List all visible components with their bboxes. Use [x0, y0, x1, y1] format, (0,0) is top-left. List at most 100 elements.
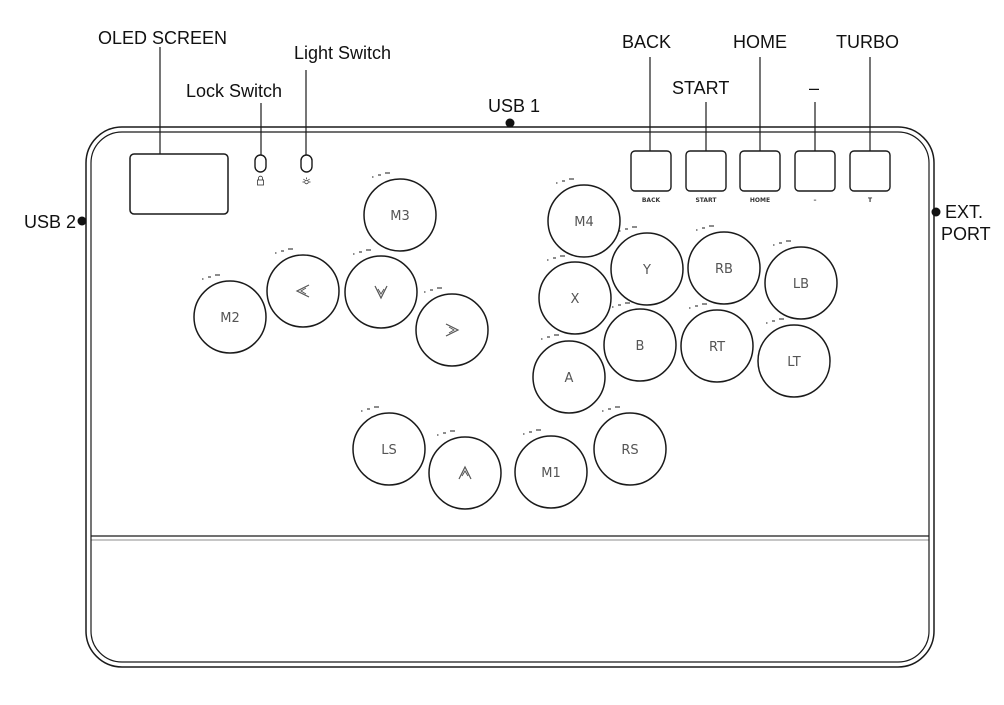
button-x-ring	[538, 261, 612, 335]
button-x[interactable]: X	[538, 255, 612, 335]
button-m3[interactable]: M3	[363, 172, 437, 252]
button-rs-label: RS	[621, 443, 638, 458]
button-m2[interactable]: M2	[193, 274, 267, 354]
home-button-label: HOME	[750, 197, 770, 204]
controller-body-outer	[85, 126, 935, 668]
button-lt[interactable]: LT	[757, 318, 831, 398]
indicator-ticks	[696, 225, 714, 231]
button-lb[interactable]: LB	[764, 240, 838, 320]
back-callout: BACK	[622, 32, 671, 52]
button-lt-label: LT	[787, 355, 800, 370]
usb2-port-dot	[77, 216, 87, 226]
button-m2-ring	[193, 280, 267, 354]
button-rb-ring	[687, 231, 761, 305]
indicator-ticks	[541, 334, 559, 340]
button-b-label: B	[636, 339, 645, 354]
button-y-label: Y	[642, 263, 651, 278]
usb1-callout: USB 1	[488, 96, 540, 116]
button-y[interactable]: Y	[610, 226, 684, 306]
button-a-ring	[532, 340, 606, 414]
ext-port-callout-line1: EXT.	[945, 202, 983, 222]
oled-screen	[129, 153, 229, 215]
button-b[interactable]: B	[603, 302, 677, 382]
button-b-ring	[603, 308, 677, 382]
back-button[interactable]	[630, 150, 672, 192]
button-rb-label: RB	[715, 262, 733, 277]
lock-switch-callout: Lock Switch	[186, 81, 282, 101]
indicator-ticks	[372, 172, 390, 178]
button-rt-ring	[680, 309, 754, 383]
button-ls[interactable]: LS	[352, 406, 426, 486]
start-button-label: START	[695, 197, 717, 204]
indicator-ticks	[202, 274, 220, 280]
dpad-down-button[interactable]	[344, 249, 418, 329]
dpad-up-button[interactable]	[428, 430, 502, 510]
button-m4-ring	[547, 184, 621, 258]
button-m4-label: M4	[574, 215, 594, 230]
dpad-right-button-ring	[415, 293, 489, 367]
start-button[interactable]	[685, 150, 727, 192]
dpad-down-button-ring	[344, 255, 418, 329]
button-m4[interactable]: M4	[547, 178, 621, 258]
button-m1[interactable]: M1	[514, 429, 588, 509]
button-m1-ring	[514, 435, 588, 509]
dpad-up-button-ring	[428, 436, 502, 510]
button-lb-label: LB	[793, 277, 809, 292]
button-rt-label: RT	[709, 340, 725, 355]
button-rt[interactable]: RT	[680, 303, 754, 383]
light-switch-callout: Light Switch	[294, 43, 391, 63]
start-callout: START	[672, 78, 729, 98]
turbo-button-label: T	[868, 197, 873, 204]
usb1-port-dot	[505, 118, 515, 128]
arrow-right-icon	[445, 323, 460, 337]
indicator-ticks	[424, 287, 442, 293]
button-a[interactable]: A	[532, 334, 606, 414]
indicator-ticks	[353, 249, 371, 255]
turbo-callout: TURBO	[836, 32, 899, 52]
button-rs[interactable]: RS	[593, 406, 667, 486]
ext-port-dot	[931, 207, 941, 217]
indicator-ticks	[437, 430, 455, 436]
indicator-ticks	[612, 302, 630, 308]
indicator-ticks	[689, 303, 707, 309]
turbo-button[interactable]	[849, 150, 891, 192]
button-rb[interactable]: RB	[687, 225, 761, 305]
button-lb-ring	[764, 246, 838, 320]
indicator-ticks	[361, 406, 379, 412]
button-m3-label: M3	[390, 209, 410, 224]
minus-button-label: –	[814, 197, 817, 204]
indicator-ticks	[523, 429, 541, 435]
oled-screen-callout: OLED SCREEN	[98, 28, 227, 48]
indicator-ticks	[619, 226, 637, 232]
indicator-ticks	[602, 406, 620, 412]
arrow-up-icon	[458, 465, 472, 480]
indicator-ticks	[547, 255, 565, 261]
ext-port-callout-line2: PORT	[941, 224, 991, 244]
minus-button[interactable]	[794, 150, 836, 192]
button-m3-ring	[363, 178, 437, 252]
home-button[interactable]	[739, 150, 781, 192]
arrow-left-icon	[295, 284, 310, 298]
minus-callout: –	[809, 78, 819, 98]
light-switch[interactable]	[300, 154, 313, 173]
indicator-ticks	[773, 240, 791, 246]
button-ls-label: LS	[381, 443, 397, 458]
button-m1-label: M1	[541, 466, 561, 481]
lock-icon	[257, 175, 264, 186]
home-callout: HOME	[733, 32, 787, 52]
button-a-label: A	[565, 371, 574, 386]
lock-switch[interactable]	[254, 154, 267, 173]
arrow-down-icon	[374, 285, 388, 300]
dpad-left-button[interactable]	[266, 248, 340, 328]
indicator-ticks	[556, 178, 574, 184]
usb2-callout: USB 2	[24, 212, 76, 232]
dpad-left-button-ring	[266, 254, 340, 328]
button-m2-label: M2	[220, 311, 240, 326]
button-rs-ring	[593, 412, 667, 486]
back-button-label: BACK	[642, 197, 661, 204]
dpad-right-button[interactable]	[415, 287, 489, 367]
button-lt-ring	[757, 324, 831, 398]
light-icon	[302, 177, 311, 185]
